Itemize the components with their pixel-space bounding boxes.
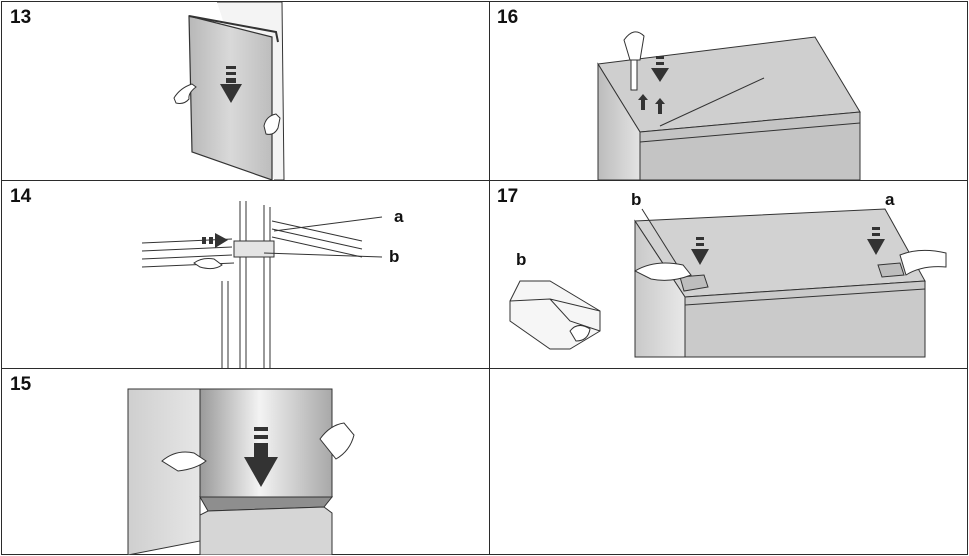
hinge-cover-fitting-illustration <box>509 208 947 358</box>
column-divider <box>489 1 490 555</box>
callout-label-b: b <box>631 190 642 209</box>
row-divider-2 <box>1 368 968 369</box>
hand-icon <box>193 258 223 270</box>
step-17-panel: 17 b a b <box>490 181 967 368</box>
door-lowering-illustration <box>173 2 285 180</box>
callout-label-a: a <box>885 190 895 209</box>
hand-icon <box>899 249 947 276</box>
hand-icon <box>173 83 197 104</box>
step-number: 17 <box>497 186 519 207</box>
hand-icon <box>319 422 355 460</box>
push-down-arrow-icon <box>651 56 669 82</box>
push-down-arrow-icon <box>220 66 242 103</box>
row-divider-1 <box>1 180 968 181</box>
step-13-panel: 13 <box>2 2 489 180</box>
step-14-panel: 14 a b <box>2 181 489 368</box>
step-number: 14 <box>10 186 32 207</box>
push-down-arrow-icon <box>244 427 278 487</box>
hinge-cover-icon <box>877 262 905 278</box>
hinge-cover-icon <box>679 274 709 292</box>
screwdriver-icon <box>623 31 645 91</box>
hand-icon <box>633 262 692 281</box>
push-down-arrow-icon <box>867 227 885 255</box>
step-number: 13 <box>10 7 32 28</box>
hinge-screw-removal-illustration <box>597 31 861 180</box>
step-16-panel: 16 a <box>490 2 967 180</box>
step-15-panel: 15 <box>2 369 489 555</box>
callout-label-a: a <box>394 207 404 226</box>
hand-icon <box>161 451 207 472</box>
screw-icon <box>638 94 665 114</box>
empty-panel <box>490 369 967 555</box>
hand-icon <box>263 113 281 135</box>
callout-label-b: b <box>516 250 527 269</box>
bottom-door-lowering-illustration <box>127 388 355 555</box>
step-number: 15 <box>10 374 32 395</box>
push-right-arrow-icon <box>202 233 228 248</box>
hinge-cover-icon <box>509 280 601 350</box>
step-number: 16 <box>497 7 519 28</box>
push-down-arrow-icon <box>691 237 709 265</box>
callout-label-b: b <box>389 247 400 266</box>
hinge-adjustment-illustration <box>141 201 383 368</box>
